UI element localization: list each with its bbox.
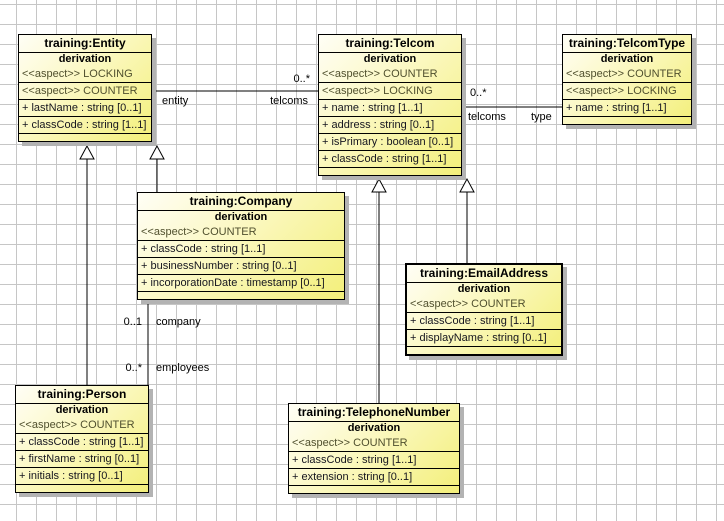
aspect-row[interactable]: <<aspect>> COUNTER [289, 435, 459, 452]
attribute-row[interactable]: + incorporationDate : timestamp [0..1] [138, 275, 344, 292]
class-title[interactable]: training:TelephoneNumber [289, 404, 459, 422]
attribute-row[interactable]: + displayName : string [0..1] [407, 330, 561, 347]
role-label-company[interactable]: company [156, 316, 201, 328]
aspect-row[interactable]: <<aspect>> COUNTER [19, 83, 151, 100]
class-title[interactable]: training:Person [16, 386, 148, 404]
attribute-row[interactable]: + name : string [1..1] [319, 100, 461, 117]
class-title[interactable]: training:Entity [19, 35, 151, 53]
attribute-row[interactable]: + lastName : string [0..1] [19, 100, 151, 117]
generalization-arrowhead-icon[interactable] [459, 177, 475, 193]
role-label-type[interactable]: type [531, 111, 552, 123]
class-training-emailaddress[interactable]: training:EmailAddress derivation <<aspec… [405, 263, 563, 356]
class-title[interactable]: training:Telcom [319, 35, 461, 53]
class-training-company[interactable]: training:Company derivation <<aspect>> C… [137, 192, 345, 300]
class-stereotype: derivation [55, 404, 109, 416]
multiplicity-label[interactable]: 0..* [293, 73, 310, 85]
aspect-row[interactable]: <<aspect>> COUNTER [138, 224, 344, 241]
attribute-row[interactable]: + classCode : string [1..1] [407, 313, 561, 330]
attribute-row[interactable]: + name : string [1..1] [563, 100, 691, 117]
generalization-arrowhead-icon[interactable] [149, 144, 165, 160]
class-stereotype: derivation [58, 53, 112, 65]
attribute-row[interactable]: + initials : string [0..1] [16, 468, 148, 485]
class-training-person[interactable]: training:Person derivation <<aspect>> CO… [15, 385, 149, 493]
attribute-row[interactable]: + businessNumber : string [0..1] [138, 258, 344, 275]
attribute-row[interactable]: + classCode : string [1..1] [19, 117, 151, 134]
aspect-row[interactable]: <<aspect>> COUNTER [16, 417, 148, 434]
multiplicity-label[interactable]: 0..1 [123, 316, 142, 328]
role-label-telcoms[interactable]: telcoms [468, 111, 506, 123]
aspect-row[interactable]: <<aspect>> COUNTER [563, 66, 691, 83]
role-label-entity[interactable]: entity [162, 95, 189, 107]
class-stereotype: derivation [600, 53, 654, 65]
class-title[interactable]: training:TelcomType [563, 35, 691, 53]
attribute-row[interactable]: + classCode : string [1..1] [16, 434, 148, 451]
attribute-row[interactable]: + classCode : string [1..1] [138, 241, 344, 258]
generalization-arrowhead-icon[interactable] [79, 144, 95, 160]
attribute-row[interactable]: + firstName : string [0..1] [16, 451, 148, 468]
class-stereotype: derivation [214, 211, 268, 223]
aspect-row[interactable]: <<aspect>> LOCKING [563, 83, 691, 100]
role-label-telcoms[interactable]: telcoms [270, 95, 308, 107]
aspect-row[interactable]: <<aspect>> COUNTER [407, 296, 561, 313]
aspect-row[interactable]: <<aspect>> COUNTER [319, 66, 461, 83]
generalization-arrowhead-icon[interactable] [371, 177, 387, 193]
class-stereotype: derivation [457, 283, 511, 295]
attribute-row[interactable]: + extension : string [0..1] [289, 469, 459, 486]
multiplicity-label[interactable]: 0..* [125, 362, 142, 374]
class-stereotype: derivation [363, 53, 417, 65]
role-label-employees[interactable]: employees [156, 362, 210, 374]
multiplicity-label[interactable]: 0..* [470, 87, 487, 99]
aspect-row[interactable]: <<aspect>> LOCKING [19, 66, 151, 83]
class-title[interactable]: training:EmailAddress [407, 265, 561, 283]
class-stereotype: derivation [347, 422, 401, 434]
class-training-telcom[interactable]: training:Telcom derivation <<aspect>> CO… [318, 34, 462, 176]
class-training-telephonenumber[interactable]: training:TelephoneNumber derivation <<as… [288, 403, 460, 494]
attribute-row[interactable]: + isPrimary : boolean [0..1] [319, 134, 461, 151]
class-training-entity[interactable]: training:Entity derivation <<aspect>> LO… [18, 34, 152, 142]
attribute-row[interactable]: + classCode : string [1..1] [319, 151, 461, 168]
class-training-telcomtype[interactable]: training:TelcomType derivation <<aspect>… [562, 34, 692, 125]
attribute-row[interactable]: + address : string [0..1] [319, 117, 461, 134]
attribute-row[interactable]: + classCode : string [1..1] [289, 452, 459, 469]
aspect-row[interactable]: <<aspect>> LOCKING [319, 83, 461, 100]
class-title[interactable]: training:Company [138, 193, 344, 211]
